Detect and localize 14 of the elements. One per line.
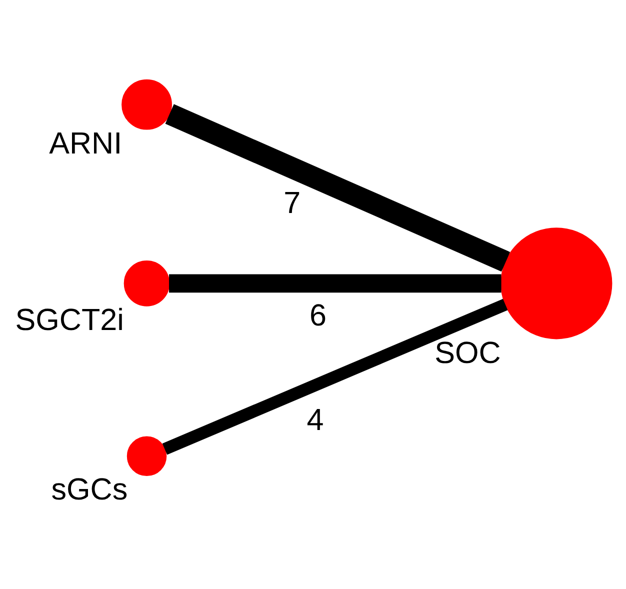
connector — [162, 298, 508, 455]
node-label: SGCT2i — [15, 303, 124, 338]
edge-label: 4 — [306, 403, 324, 438]
connector — [169, 274, 502, 293]
node-label: ARNI — [49, 126, 122, 160]
node-label: SOC — [434, 336, 501, 370]
node-circle — [126, 436, 167, 476]
edge-label: 7 — [284, 186, 301, 220]
node-label: sGCs — [51, 472, 128, 507]
edge-label: 6 — [309, 298, 326, 332]
node-circle — [500, 228, 612, 340]
node-circle — [122, 79, 172, 130]
connector — [165, 104, 510, 272]
node-circle — [124, 260, 170, 306]
